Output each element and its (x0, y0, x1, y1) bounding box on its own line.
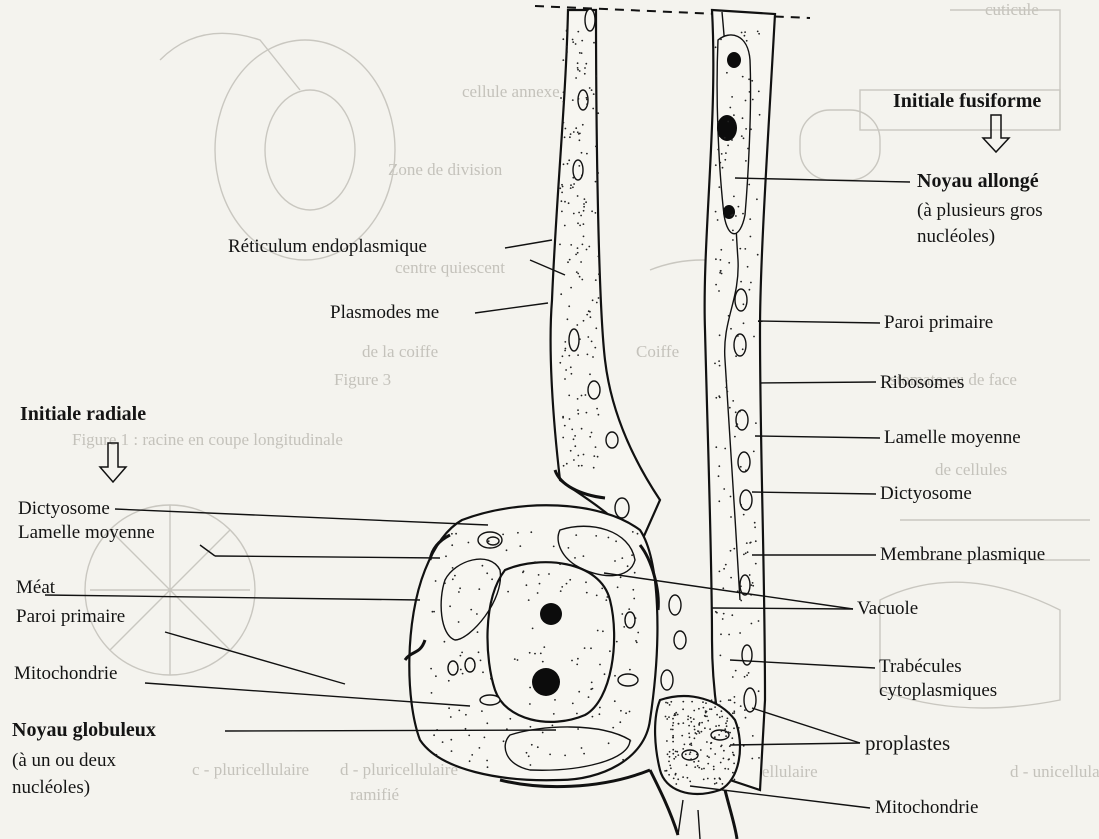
label-proplastes: proplastes (865, 732, 950, 754)
label-paroi-primaire-left: Paroi primaire (16, 606, 125, 628)
label-noyau-allonge-note: nucléoles) (917, 226, 995, 248)
label-vacuole: Vacuole (857, 598, 918, 620)
label-dictyosome-right: Dictyosome (880, 483, 972, 505)
nucleolus (717, 115, 737, 141)
down-arrow-right (983, 115, 1009, 152)
globular-nucleus (487, 562, 614, 722)
label-paroi-primaire-right: Paroi primaire (884, 312, 993, 334)
nucleolus (727, 52, 741, 68)
down-arrow-left (100, 443, 126, 482)
label-membrane-plasmique: Membrane plasmique (880, 544, 1045, 566)
label-ribosomes: Ribosomes (880, 372, 964, 394)
label-noyau-allonge-note: (à plusieurs gros (917, 200, 1043, 222)
label-meat: Méat (16, 577, 55, 599)
label-trabecules: cytoplasmiques (879, 680, 997, 702)
lower-small-cell (655, 696, 740, 794)
label-lamelle-moyenne-left: Lamelle moyenne (18, 522, 155, 544)
label-initiale-radiale: Initiale radiale (20, 403, 146, 425)
label-noyau-allonge: Noyau allongé (917, 170, 1039, 192)
label-noyau-globuleux: Noyau globuleux (12, 719, 156, 741)
nucleolus (723, 205, 735, 219)
label-reticulum: Réticulum endoplasmique (228, 236, 427, 258)
nucleolus (532, 668, 560, 696)
label-noyau-globuleux-note: nucléoles) (12, 777, 90, 799)
label-noyau-globuleux-note: (à un ou deux (12, 750, 116, 772)
label-lamelle-moyenne-right: Lamelle moyenne (884, 427, 1021, 449)
fusiform-cell-left (551, 10, 660, 545)
lower-wall (678, 800, 700, 839)
label-dictyosome-left: Dictyosome (18, 498, 110, 520)
meat-wall (725, 790, 737, 839)
label-mitochondrie-right: Mitochondrie (875, 797, 978, 819)
label-plasmodesme: Plasmodes me (330, 302, 439, 324)
label-trabecules: Trabécules (879, 656, 962, 678)
nucleolus (540, 603, 562, 625)
label-initiale-fusiforme: Initiale fusiforme (893, 90, 1041, 112)
label-mitochondrie-left: Mitochondrie (14, 663, 117, 685)
